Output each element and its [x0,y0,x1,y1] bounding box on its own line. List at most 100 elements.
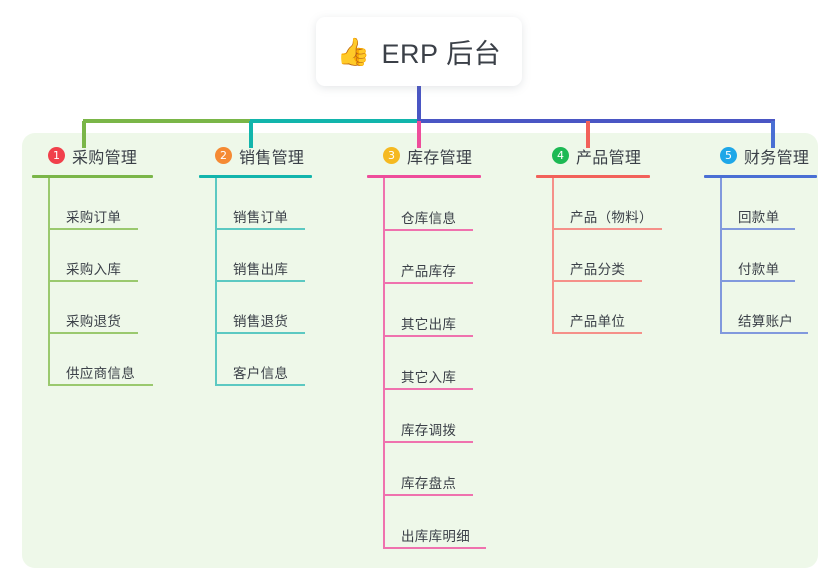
list-item[interactable]: 产品（物料） [536,178,681,230]
list-item[interactable]: 采购退货 [32,282,162,334]
item-rule [720,332,808,334]
branch-column-2: 2 销售管理 销售订单 销售出库 销售退货 客户信息 [199,143,329,386]
item-rule [383,547,486,549]
item-rule [48,280,138,282]
item-label: 出库库明细 [401,529,470,544]
list-item[interactable]: 结算账户 [704,282,834,334]
list-item[interactable]: 其它出库 [367,284,502,337]
item-label: 库存盘点 [401,476,457,491]
branch-header-1[interactable]: 1 采购管理 [32,143,162,168]
list-item[interactable]: 采购入库 [32,230,162,282]
list-item[interactable]: 其它入库 [367,337,502,390]
branch-items-1: 采购订单 采购入库 采购退货 供应商信息 [32,178,162,386]
item-label: 结算账户 [738,314,794,329]
item-rule [720,280,795,282]
item-label: 销售退货 [233,314,289,329]
branch-header-5[interactable]: 5 财务管理 [704,143,834,168]
list-item[interactable]: 付款单 [704,230,834,282]
branch-column-1: 1 采购管理 采购订单 采购入库 采购退货 供应商信息 [32,143,162,386]
branch-rule-1 [32,175,153,178]
branch-items-3: 仓库信息 产品库存 其它出库 其它入库 库存调拨 库存盘点 [367,178,502,549]
item-label: 回款单 [738,210,780,225]
branch-spine-2 [215,178,217,386]
branch-badge-1: 1 [48,147,65,164]
branch-header-3[interactable]: 3 库存管理 [367,143,502,168]
branch-rule-2 [199,175,312,178]
item-rule [552,332,642,334]
branch-badge-4: 4 [552,147,569,164]
item-rule [215,228,305,230]
item-label: 付款单 [738,262,780,277]
list-item[interactable]: 产品库存 [367,231,502,284]
item-rule [215,384,305,386]
item-label: 销售出库 [233,262,289,277]
branch-badge-5: 5 [720,147,737,164]
list-item[interactable]: 出库库明细 [367,496,502,549]
item-rule [48,332,138,334]
branch-title-1: 采购管理 [72,149,138,167]
branch-column-5: 5 财务管理 回款单 付款单 结算账户 [704,143,834,334]
branch-spine-3 [383,178,385,549]
item-rule [720,228,795,230]
item-rule [215,280,305,282]
item-label: 产品分类 [570,262,626,277]
list-item[interactable]: 仓库信息 [367,178,502,231]
item-label: 采购退货 [66,314,122,329]
branch-badge-2: 2 [215,147,232,164]
item-label: 仓库信息 [401,211,457,226]
item-label: 采购入库 [66,262,122,277]
item-label: 供应商信息 [66,366,135,381]
item-label: 客户信息 [233,366,289,381]
root-node-label: ERP 后台 [381,39,502,69]
branch-header-4[interactable]: 4 产品管理 [536,143,681,168]
list-item[interactable]: 客户信息 [199,334,329,386]
item-rule [383,282,473,284]
branch-column-3: 3 库存管理 仓库信息 产品库存 其它出库 其它入库 库存调拨 [367,143,502,549]
list-item[interactable]: 库存调拨 [367,390,502,443]
branch-items-5: 回款单 付款单 结算账户 [704,178,834,334]
branch-title-5: 财务管理 [744,149,810,167]
branch-column-4: 4 产品管理 产品（物料） 产品分类 产品单位 [536,143,681,334]
list-item[interactable]: 回款单 [704,178,834,230]
branch-spine-1 [48,178,50,386]
branch-header-2[interactable]: 2 销售管理 [199,143,329,168]
list-item[interactable]: 采购订单 [32,178,162,230]
item-label: 采购订单 [66,210,122,225]
item-rule [383,494,473,496]
item-rule [48,228,138,230]
list-item[interactable]: 库存盘点 [367,443,502,496]
branch-rule-5 [704,175,817,178]
branch-title-3: 库存管理 [407,149,473,167]
list-item[interactable]: 销售出库 [199,230,329,282]
item-label: 产品单位 [570,314,626,329]
item-rule [383,441,473,443]
item-label: 其它入库 [401,370,457,385]
branch-items-2: 销售订单 销售出库 销售退货 客户信息 [199,178,329,386]
item-rule [215,332,305,334]
branch-spine-4 [552,178,554,334]
item-label: 其它出库 [401,317,457,332]
item-label: 销售订单 [233,210,289,225]
branch-spine-5 [720,178,722,334]
list-item[interactable]: 销售退货 [199,282,329,334]
item-rule [383,388,473,390]
item-rule [48,384,153,386]
branch-rule-3 [367,175,481,178]
branch-rule-4 [536,175,650,178]
item-label: 库存调拨 [401,423,457,438]
branch-items-4: 产品（物料） 产品分类 产品单位 [536,178,681,334]
list-item[interactable]: 产品分类 [536,230,681,282]
item-rule [383,335,473,337]
list-item[interactable]: 销售订单 [199,178,329,230]
root-node-card[interactable]: 👍 ERP 后台 [316,17,522,86]
item-label: 产品库存 [401,264,457,279]
item-rule [383,229,473,231]
item-label: 产品（物料） [570,210,653,225]
item-rule [552,280,642,282]
list-item[interactable]: 供应商信息 [32,334,162,386]
list-item[interactable]: 产品单位 [536,282,681,334]
thumbs-up-icon: 👍 [336,37,371,67]
item-rule [552,228,662,230]
branch-badge-3: 3 [383,147,400,164]
